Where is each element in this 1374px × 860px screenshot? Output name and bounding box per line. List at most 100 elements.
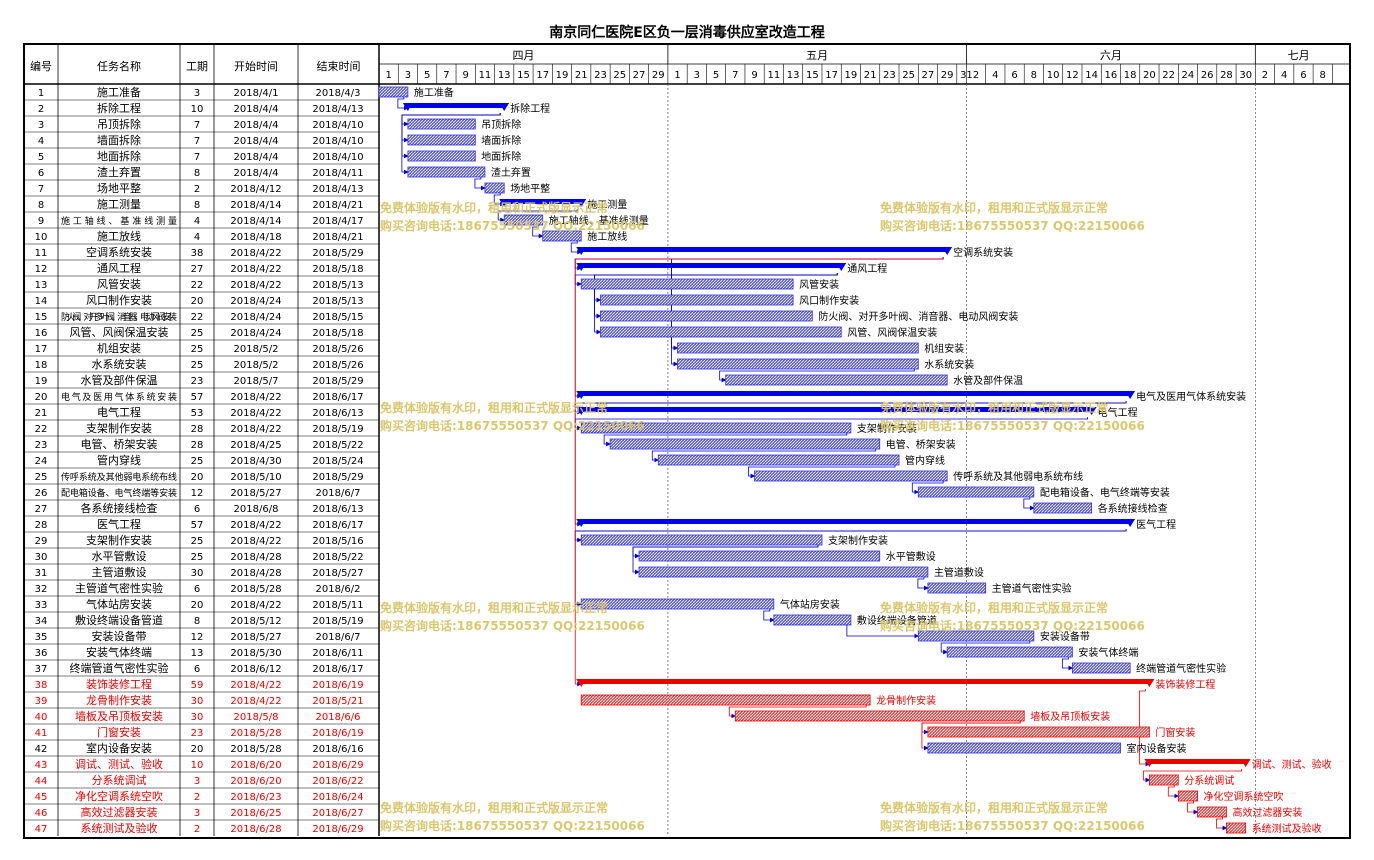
- task-id: 10: [35, 232, 48, 243]
- task-id: 33: [35, 600, 48, 611]
- task-duration: 4: [194, 216, 200, 227]
- task-end: 2018/6/2: [316, 584, 361, 595]
- task-id: 7: [38, 184, 44, 195]
- task-bar: [580, 598, 775, 610]
- task-name: 场地平整: [97, 181, 141, 195]
- day-tick-label: 24: [1182, 70, 1195, 81]
- task-duration: 10: [191, 104, 204, 115]
- task-duration: 6: [194, 584, 200, 595]
- bar-label: 系统测试及验收: [1252, 822, 1322, 835]
- task-bar: [657, 454, 900, 466]
- dependency-link: [748, 465, 896, 479]
- task-name: 施工轴线、基准线测量: [61, 215, 177, 227]
- summary-bar: [581, 519, 1131, 524]
- bar-label: 龙骨制作安装: [876, 694, 936, 707]
- task-bar: [580, 422, 852, 434]
- task-duration: 7: [194, 120, 200, 131]
- task-start: 2018/4/22: [230, 520, 281, 531]
- bar-label: 拆除工程: [510, 102, 550, 115]
- task-start: 2018/4/4: [234, 104, 279, 115]
- watermark-line1: 免费体验版有水印，租用和正式版显示正常: [880, 800, 1108, 815]
- summary-cap-end: [576, 199, 587, 207]
- task-end: 2018/6/24: [312, 792, 363, 803]
- watermark-line2: 购买咨询电话:18675550537 QQ:22150066: [380, 418, 645, 433]
- task-bar: [407, 134, 476, 146]
- dependency-link: [651, 449, 877, 463]
- task-end: 2018/6/19: [312, 728, 363, 739]
- bar-label: 调试、测试、验收: [1252, 758, 1332, 771]
- task-bar: [917, 486, 1035, 498]
- month-label: 六月: [1100, 49, 1122, 62]
- watermark-line1: 免费体验版有水印，租用和正式版显示正常: [880, 200, 1108, 215]
- bar-label: 传呼系统及其他弱电系统布线: [953, 470, 1083, 483]
- grid-layer: [23, 43, 1351, 839]
- task-name: 吊顶拆除: [97, 117, 141, 131]
- task-id: 13: [35, 280, 48, 291]
- day-tick-label: 11: [767, 70, 780, 81]
- task-name: 净化空调系统空吹: [75, 789, 163, 803]
- task-id: 16: [35, 328, 48, 339]
- task-bar: [580, 694, 871, 706]
- task-name: 主管道气密性实验: [75, 581, 163, 595]
- bar-label: 主管道气密性实验: [992, 582, 1072, 595]
- task-end: 2018/5/18: [312, 264, 363, 275]
- dependency-links: [397, 97, 1243, 831]
- task-start: 2018/6/25: [230, 808, 281, 819]
- day-tick-label: 21: [575, 70, 588, 81]
- task-start: 2018/6/20: [230, 760, 281, 771]
- task-id: 41: [35, 728, 48, 739]
- task-id: 36: [35, 648, 48, 659]
- bar-label: 高效过滤器安装: [1232, 806, 1302, 819]
- task-name: 主管道敷设: [92, 565, 147, 579]
- task-bar: [754, 470, 948, 482]
- task-start: 2018/6/8: [234, 504, 279, 515]
- dependency-link: [1143, 769, 1243, 783]
- task-start: 2018/4/22: [230, 392, 281, 403]
- day-tick-label: 2: [1262, 70, 1268, 81]
- task-end: 2018/6/7: [316, 632, 361, 643]
- bar-label: 电气工程: [1098, 406, 1138, 419]
- task-duration: 6: [194, 504, 200, 515]
- task-id: 32: [35, 584, 48, 595]
- task-end: 2018/4/3: [316, 88, 361, 99]
- watermark-line2: 购买咨询电话:18675550537 QQ:22150066: [380, 818, 645, 833]
- day-tick-label: 31: [960, 70, 973, 81]
- dependency-link: [532, 225, 544, 239]
- day-tick-label: 10: [1047, 70, 1060, 81]
- watermark-line1: 免费体验版有水印，租用和正式版显示正常: [380, 400, 608, 415]
- task-id: 17: [35, 344, 48, 355]
- day-tick-label: 4: [1281, 70, 1287, 81]
- task-bar: [725, 374, 948, 386]
- task-duration: 12: [191, 488, 204, 499]
- task-name: 门窗安装: [97, 725, 141, 739]
- task-duration: 22: [191, 280, 204, 291]
- task-bar: [484, 182, 505, 194]
- task-bar: [600, 294, 794, 306]
- task-duration: 10: [191, 760, 204, 771]
- task-start: 2018/5/7: [234, 376, 279, 387]
- task-id: 38: [35, 680, 48, 691]
- task-duration: 53: [191, 408, 204, 419]
- task-bar: [1149, 774, 1179, 786]
- bar-label: 门窗安装: [1155, 726, 1195, 739]
- day-tick-label: 4: [992, 70, 998, 81]
- column-header: 工期: [186, 60, 208, 73]
- task-start: 2018/4/30: [230, 456, 281, 467]
- task-start: 2018/4/18: [230, 232, 281, 243]
- dependency-link: [763, 609, 775, 623]
- task-duration: 7: [194, 136, 200, 147]
- task-end: 2018/6/17: [312, 664, 363, 675]
- task-bar: [917, 630, 1035, 642]
- task-start: 2018/4/24: [230, 312, 281, 323]
- task-duration: 2: [194, 824, 200, 835]
- task-end: 2018/5/13: [312, 296, 363, 307]
- dependency-link: [917, 577, 929, 591]
- day-tick-label: 27: [922, 70, 935, 81]
- month-label: 四月: [512, 49, 534, 62]
- day-tick-label: 12: [1066, 70, 1079, 81]
- task-end: 2018/4/13: [312, 104, 363, 115]
- summary-cap-end: [499, 103, 510, 111]
- task-end: 2018/6/11: [312, 648, 363, 659]
- task-duration: 22: [191, 312, 204, 323]
